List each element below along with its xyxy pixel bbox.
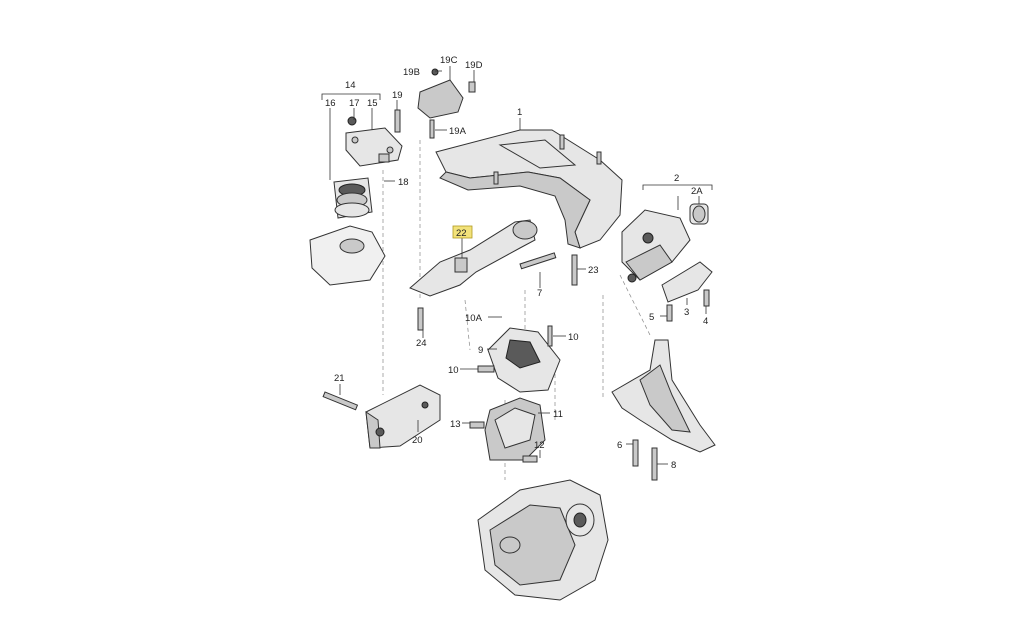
callout-4: 4 bbox=[703, 316, 708, 327]
bolts bbox=[417, 252, 578, 331]
callout-8: 8 bbox=[671, 460, 676, 471]
callout-7: 7 bbox=[537, 288, 542, 299]
control-arm bbox=[611, 339, 716, 481]
callout-9: 9 bbox=[478, 345, 483, 356]
callout-2: 2 bbox=[674, 173, 679, 184]
torque-arm bbox=[409, 219, 538, 297]
callout-12: 12 bbox=[534, 440, 545, 451]
heat-shield bbox=[309, 225, 386, 286]
callout-1: 1 bbox=[517, 107, 522, 118]
gearbox bbox=[477, 479, 609, 601]
callout-11: 11 bbox=[553, 409, 563, 420]
transmission-mount bbox=[469, 325, 561, 463]
callout-20: 20 bbox=[412, 435, 423, 446]
callout-19C: 19C bbox=[440, 55, 458, 66]
callout-19A: 19A bbox=[449, 126, 467, 137]
callout-22: 22 bbox=[456, 228, 467, 239]
callout-10-upper: 10 bbox=[568, 332, 579, 343]
callout-14: 14 bbox=[345, 80, 356, 91]
lower-bracket bbox=[322, 384, 441, 449]
side-mount bbox=[621, 203, 709, 283]
callout-23: 23 bbox=[588, 265, 599, 276]
callout-2A: 2A bbox=[691, 186, 703, 197]
callout-22-highlight bbox=[452, 225, 473, 239]
callout-24: 24 bbox=[416, 338, 427, 349]
callout-21: 21 bbox=[334, 373, 345, 384]
callout-15: 15 bbox=[367, 98, 378, 109]
callout-10A: 10A bbox=[465, 313, 483, 324]
callout-13: 13 bbox=[450, 419, 461, 430]
callout-18: 18 bbox=[398, 177, 409, 188]
leader-lines bbox=[321, 66, 713, 465]
callout-10-lower: 10 bbox=[448, 365, 459, 376]
callouts: 1 14 16 17 15 19 18 19B 19C 19D 19A 22 2… bbox=[325, 55, 708, 471]
callout-17: 17 bbox=[349, 98, 360, 109]
callout-5: 5 bbox=[649, 312, 654, 323]
callout-16: 16 bbox=[325, 98, 336, 109]
callout-3: 3 bbox=[684, 307, 689, 318]
engine-mount bbox=[333, 116, 403, 219]
callout-19B: 19B bbox=[403, 67, 420, 78]
support-bracket bbox=[661, 261, 713, 322]
callout-6: 6 bbox=[617, 440, 622, 451]
callout-19: 19 bbox=[392, 90, 403, 101]
subframe bbox=[435, 129, 623, 249]
callout-19D: 19D bbox=[465, 60, 483, 71]
